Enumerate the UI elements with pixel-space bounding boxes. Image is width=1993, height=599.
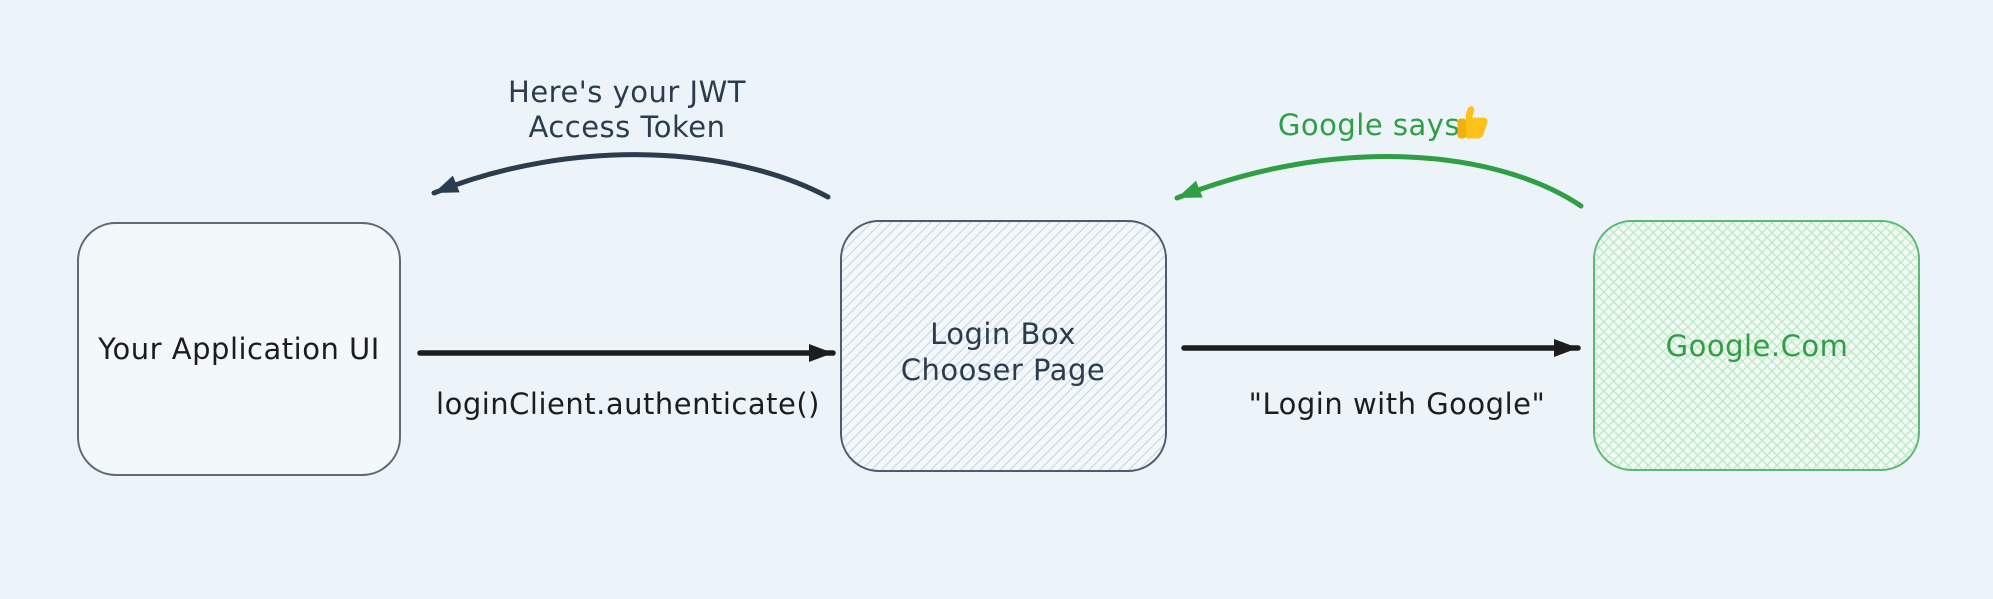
label-login-box-line1: Login Box [930, 317, 1076, 351]
thumbs-up-icon [1457, 106, 1488, 139]
node-your-application-ui: Your Application UI [77, 222, 401, 476]
box-login-box-chooser-page [840, 220, 1167, 472]
box-google-com [1593, 220, 1920, 471]
label-jwt-line2: Access Token [528, 110, 725, 144]
label-authenticate: loginClient.authenticate() [436, 387, 820, 421]
label-login-box-line2: Chooser Page [901, 353, 1105, 387]
box-your-application-ui [77, 222, 401, 476]
label-google-com: Google.Com [1666, 329, 1849, 363]
node-login-box-chooser-page: Login Box Chooser Page [840, 220, 1167, 472]
label-google-says: Google says [1278, 108, 1460, 142]
label-your-application-ui: Your Application UI [97, 332, 380, 366]
label-jwt-line1: Here's your JWT [508, 75, 746, 109]
node-google-com: Google.Com [1593, 220, 1920, 471]
arrow-jwt-return [431, 152, 831, 200]
label-login-with-google: "Login with Google" [1249, 387, 1546, 421]
arrow-google-says [1174, 154, 1584, 209]
